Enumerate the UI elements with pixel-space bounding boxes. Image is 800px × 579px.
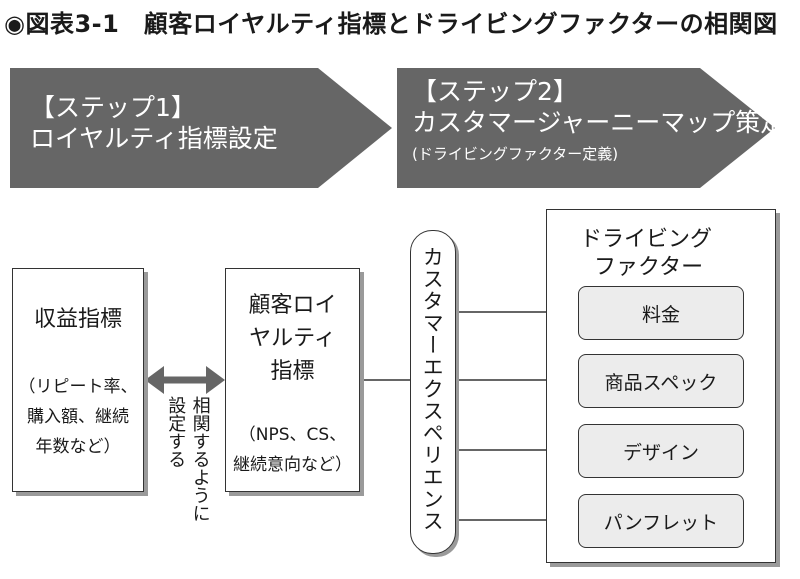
double-arrow-left-head (145, 366, 164, 394)
driving-factor-title-line: ドライビング (580, 227, 713, 252)
customer-experience-label: カスタマーエクスペリエンス (420, 246, 445, 532)
figure-title: ◉図表3-1 顧客ロイヤルティ指標とドライビングファクターの相関図 (4, 10, 778, 38)
loyalty-detail: （NPS、CS、 継続意向など） (226, 421, 359, 481)
revenue-title: 収益指標 (33, 307, 122, 332)
step1-title: ロイヤルティ指標設定 (30, 124, 278, 154)
loyalty-title-line: 顧客ロイ (248, 293, 337, 318)
revenue-detail-line: 年数など） (35, 436, 121, 457)
loyalty-title-line: 指標 (270, 359, 315, 384)
step1-arrow (10, 68, 392, 188)
loyalty-title: 顧客ロイ ヤルティ 指標 (226, 289, 359, 388)
revenue-detail-line: （リピート率、 (18, 377, 138, 397)
relation-note-line: 設定する (165, 396, 187, 468)
factor-design: デザイン (578, 424, 744, 478)
driving-factor-title: ドライビング ファクター (580, 226, 712, 281)
factor-price: 料金 (578, 286, 744, 340)
step2-label: 【ステップ2】 (412, 77, 578, 106)
revenue-detail: （リピート率、 購入額、継続 年数など） (13, 373, 143, 462)
relation-note: 相関するように 設定する (163, 396, 212, 571)
double-arrow-right-head (206, 366, 225, 394)
step1-label: 【ステップ1】 (30, 93, 196, 122)
step2-title: カスタマージャーニーマップ策定 (412, 108, 786, 138)
step2-arrow (397, 68, 775, 188)
relation-note-line: 相関するように (189, 396, 211, 522)
revenue-indicator-box: 収益指標 （リピート率、 購入額、継続 年数など） (12, 268, 144, 492)
loyalty-detail-line: 継続意向など） (233, 454, 352, 475)
driving-factor-title-line: ファクター (594, 254, 704, 280)
factor-product-spec: 商品スペック (578, 354, 744, 408)
customer-experience-pill (410, 230, 456, 554)
loyalty-title-line: ヤルティ (249, 326, 336, 351)
factor-pamphlet: パンフレット (578, 494, 744, 548)
loyalty-indicator-box: 顧客ロイ ヤルティ 指標 （NPS、CS、 継続意向など） (225, 268, 360, 492)
step1-text: 【ステップ1】 ロイヤルティ指標設定 (30, 92, 278, 155)
loyalty-detail-line: （NPS、CS、 (238, 425, 347, 445)
step2-subtitle: (ドライビングファクター定義) (412, 144, 619, 163)
revenue-detail-line: 購入額、継続 (27, 406, 129, 427)
step2-text: 【ステップ2】 カスタマージャーニーマップ策定 (ドライビングファクター定義) (412, 76, 785, 163)
